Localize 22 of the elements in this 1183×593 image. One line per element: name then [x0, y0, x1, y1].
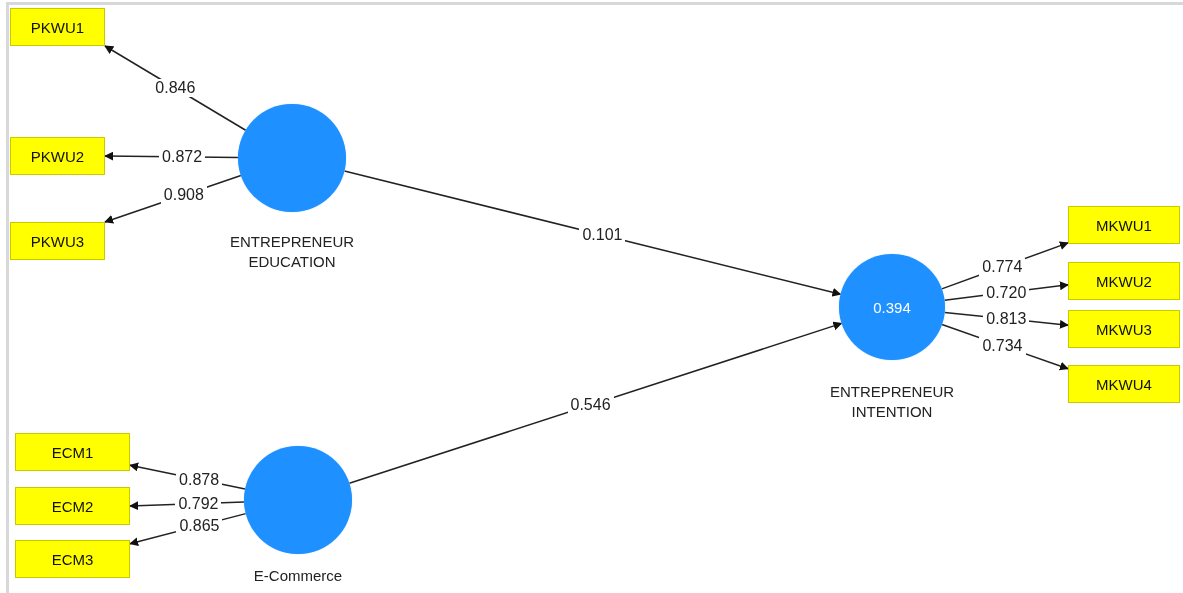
edge-label: 0.865	[176, 516, 223, 535]
indicator-box: PKWU3	[10, 222, 105, 260]
indicator-box: MKWU3	[1068, 310, 1180, 348]
arrow	[348, 321, 843, 485]
edge-label: 0.546	[567, 395, 614, 414]
indicator-box: ECM3	[15, 540, 130, 578]
indicator-box: PKWU1	[10, 8, 105, 46]
arrow	[343, 170, 842, 297]
indicator-box: MKWU4	[1068, 365, 1180, 403]
indicator-box: ECM1	[15, 433, 130, 471]
indicator-box: MKWU2	[1068, 262, 1180, 300]
r-squared-value: 0.394	[873, 298, 911, 316]
construct-label: ENTREPRENEUR INTENTION	[828, 382, 956, 422]
edge-label: 0.734	[979, 336, 1026, 355]
edge-label: 0.774	[979, 257, 1026, 276]
edge-label: 0.908	[160, 186, 207, 204]
indicator-box: ECM2	[15, 487, 130, 525]
indicator-box: MKWU1	[1068, 206, 1180, 244]
indicator-box: PKWU2	[10, 137, 105, 175]
construct-label: ENTREPRENEUR EDUCATION	[228, 232, 356, 272]
edge-label: 0.101	[579, 226, 626, 245]
construct-label: E-Commerce	[252, 566, 344, 586]
